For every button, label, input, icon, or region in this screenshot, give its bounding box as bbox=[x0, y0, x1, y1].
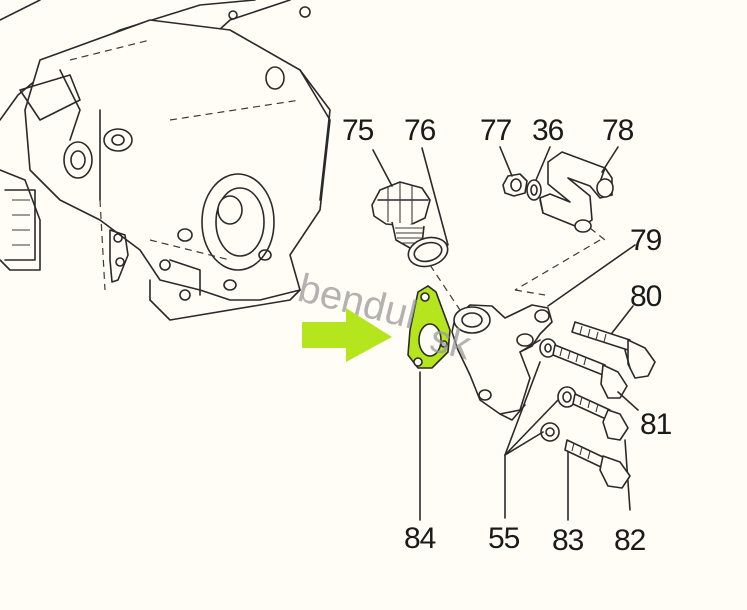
callout-labels: 75 76 77 36 78 79 80 81 82 83 55 84 bbox=[342, 114, 673, 557]
label-75: 75 bbox=[342, 114, 374, 147]
label-81: 81 bbox=[640, 408, 672, 441]
watermark: bendul sk bbox=[294, 266, 476, 369]
label-80: 80 bbox=[630, 280, 662, 313]
engine-timing-cover bbox=[0, 0, 331, 321]
label-78: 78 bbox=[602, 114, 634, 147]
label-55: 55 bbox=[488, 522, 520, 555]
nut-washer-bracket bbox=[499, 146, 619, 241]
label-83: 83 bbox=[552, 524, 584, 557]
label-84: 84 bbox=[404, 522, 436, 555]
label-82: 82 bbox=[614, 524, 646, 557]
label-36: 36 bbox=[532, 114, 564, 147]
label-79: 79 bbox=[630, 224, 662, 257]
label-76: 76 bbox=[404, 114, 436, 147]
filler-cap-assembly bbox=[371, 147, 461, 311]
gasket-84-highlighted bbox=[407, 285, 451, 521]
label-77: 77 bbox=[480, 114, 512, 147]
water-outlet-housing bbox=[451, 239, 636, 421]
bolts-and-washers bbox=[504, 305, 656, 521]
highlight-arrow-icon bbox=[302, 308, 392, 362]
